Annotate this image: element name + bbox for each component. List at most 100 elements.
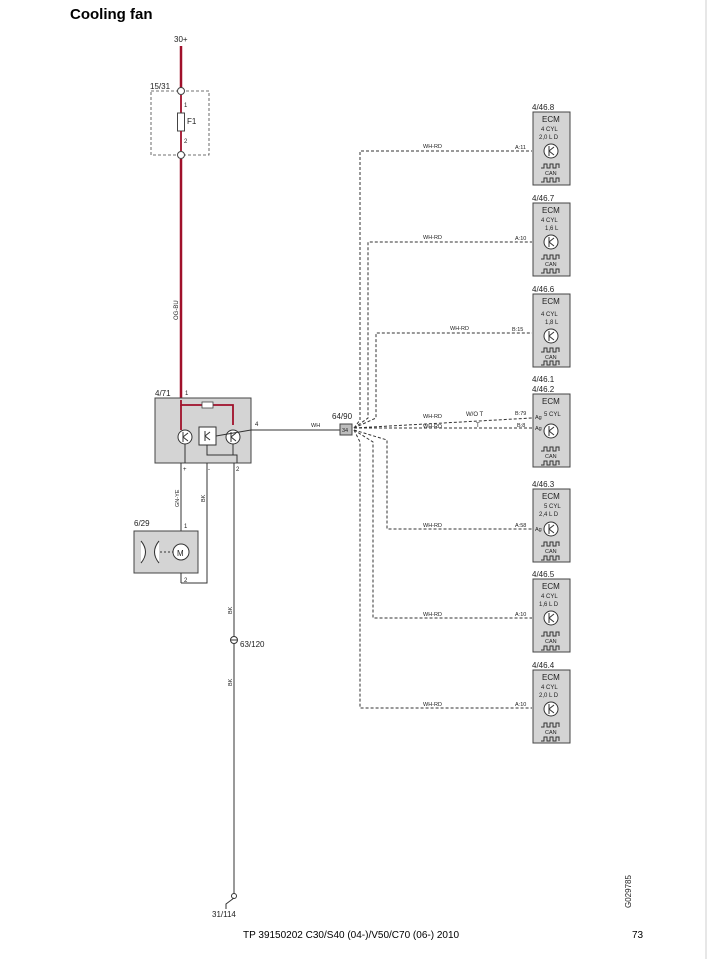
ecm-5-pin: A:58	[515, 523, 526, 529]
ecm-4-can-wave-icon-2	[541, 460, 560, 466]
ecm-6-transistor-icon	[543, 610, 559, 626]
wire-label-bk-motor: BK	[201, 494, 207, 502]
ecm-5-line2: 2,4 L D	[539, 512, 559, 518]
ground-symbol	[225, 897, 235, 909]
fuse-label: F1	[187, 117, 197, 126]
signal-line-ecm-3	[353, 332, 532, 429]
page-title: Cooling fan	[70, 6, 153, 23]
ecm-module-2: 4/46.7 ECM 4 CYL 1,6 L CAN	[532, 194, 571, 277]
ecm-5-transistor-symbol	[548, 524, 555, 534]
fan-motor-id: 6/29	[134, 519, 150, 528]
ecm-2-pin: A:10	[515, 236, 526, 242]
ecm-7-transistor-symbol	[548, 704, 555, 714]
wire-label-ecm-1: WH-RD	[423, 144, 442, 150]
ecm-3-can-wave-icon	[541, 347, 560, 353]
wire-label-ecm-2: WH-RD	[423, 235, 442, 241]
fan-motor-pin2: 2	[184, 578, 188, 584]
ecm-6-title: ECM	[542, 582, 560, 591]
ecm-3-line1: 4 CYL	[541, 312, 558, 318]
ecm-1-line2: 2,0 L D	[539, 135, 559, 141]
signal-line-ecm-2	[353, 241, 532, 429]
ecm-6-can: CAN	[545, 639, 557, 645]
ecm-module-7: 4/46.4 ECM 4 CYL 2,0 L D CAN	[532, 661, 571, 744]
transistor-icon-1	[177, 429, 193, 445]
ecm-4-title: ECM	[542, 397, 560, 406]
ecm-1-transistor-icon	[543, 143, 559, 159]
wire-label-ecm-3: WH-RD	[450, 326, 469, 332]
splice-connector	[339, 423, 353, 436]
splice-pin: 34	[342, 428, 348, 434]
ecm-7-transistor-icon	[543, 701, 559, 717]
ecm-module-4: 4/46.1 4/46.2 ECM 5 CYL Ag Ag CAN	[532, 375, 571, 468]
fan-control-internal-signal	[215, 429, 252, 437]
ecm-2-transistor-symbol	[548, 237, 555, 247]
ecm-7-line2: 2,0 L D	[539, 693, 559, 699]
ecm-3-transistor-symbol	[548, 331, 555, 341]
ecm-6-id: 4/46.5	[532, 570, 555, 579]
ecm-3-title: ECM	[542, 297, 560, 306]
signal-line-ecm-4a	[353, 417, 533, 429]
ecm-4-transistor-symbol	[548, 426, 555, 436]
splice-id: 64/90	[332, 412, 353, 421]
ecm-4-pin-label-b: Ag	[535, 426, 542, 432]
ecm-7-pin: A:10	[515, 702, 526, 708]
ecm-6-can-wave-icon-2	[541, 645, 560, 651]
fuse-box-terminal-top	[177, 87, 185, 95]
ecm-7-id: 4/46.4	[532, 661, 555, 670]
wire-label-ecm-6: WH-RD	[423, 612, 442, 618]
ground-splice-id: 63/120	[240, 640, 265, 649]
ecm-5-can: CAN	[545, 549, 557, 555]
ecm-6-can-wave-icon	[541, 631, 560, 637]
footer-text: TP 39150202 C30/S40 (04-)/V50/C70 (06-) …	[243, 930, 460, 941]
wire-label-wh: WH	[311, 423, 320, 429]
ecm-6-pin: A:10	[515, 612, 526, 618]
ecm-4-id2: 4/46.2	[532, 385, 555, 394]
ecm-module-1: 4/46.8 ECM 4 CYL 2,0 L D CAN	[532, 103, 571, 186]
ecm-2-line2: 1,6 L	[545, 226, 559, 232]
ecm-4-pin-a: B:79	[515, 411, 526, 417]
fuse-pin1: 1	[184, 103, 188, 109]
wire-note-wo-t: W/O T	[466, 412, 484, 418]
fuse-icon	[177, 112, 185, 132]
fuse-pin2: 2	[184, 139, 188, 145]
ecm-2-can-wave-icon	[541, 254, 560, 260]
wire-label-ecm-5: WH-RD	[423, 523, 442, 529]
signal-line-ecm-1	[353, 150, 532, 429]
ecm-2-line1: 4 CYL	[541, 218, 558, 224]
fuse-box-terminal-bottom	[177, 151, 185, 159]
ecm-5-pin-label: Ag	[535, 527, 542, 533]
ecm-5-id: 4/46.3	[532, 480, 555, 489]
motor-symbol: M	[177, 549, 184, 558]
ecm-2-can-wave-icon-2	[541, 268, 560, 274]
fan-control-id: 4/71	[155, 389, 171, 398]
ecm-3-line2: 1,8 L	[545, 320, 559, 326]
wire-label-ecm-4a: WH-RD	[423, 414, 442, 420]
fan-control-pin-minus: -	[208, 467, 210, 473]
ecm-4-line1: 5 CYL	[544, 412, 561, 418]
ecm-1-pin: A:11	[515, 145, 526, 151]
ecm-4-transistor-icon	[543, 423, 559, 439]
ecm-4-can: CAN	[545, 454, 557, 460]
fan-control-pin1: 1	[185, 391, 189, 397]
ecm-4-pin-b: B:8	[517, 423, 525, 429]
ecm-1-id: 4/46.8	[532, 103, 555, 112]
ecm-5-can-wave-icon-2	[541, 555, 560, 561]
fan-control-internal-wire-2	[206, 445, 238, 463]
ground-point-id: 31/114	[212, 910, 236, 919]
signal-line-ecm-5	[353, 429, 532, 530]
ecm-2-transistor-icon	[543, 234, 559, 250]
ecm-5-transistor-icon	[543, 521, 559, 537]
resistor-icon	[201, 401, 214, 409]
ecm-6-transistor-symbol	[548, 613, 555, 623]
ecm-5-can-wave-icon	[541, 541, 560, 547]
ecm-1-can-wave-icon-2	[541, 177, 560, 183]
ecm-5-line1: 5 CYL	[544, 504, 561, 510]
motor-icon	[172, 543, 190, 561]
wire-label-bk-2: BK	[228, 678, 234, 686]
transistor-symbol-1	[182, 432, 189, 442]
relay-box-icon	[198, 426, 217, 446]
ecm-7-can-wave-icon	[541, 722, 560, 728]
wire-label-ecm-7: WH-RD	[423, 702, 442, 708]
ecm-2-can: CAN	[545, 262, 557, 268]
wire-label-bk-1: BK	[228, 606, 234, 614]
